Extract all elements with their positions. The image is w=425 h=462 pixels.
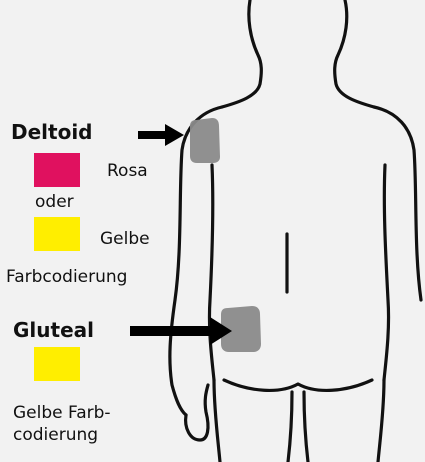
head-outline <box>222 0 261 107</box>
right-torso-side <box>384 165 389 380</box>
deltoid-footer: Farbcodierung <box>6 266 127 288</box>
gluteal-fold <box>224 380 372 390</box>
left-leg-inner <box>288 392 292 462</box>
right-leg-inner <box>304 392 308 462</box>
gluteal-footer-line1: Gelbe Farb- <box>13 402 111 424</box>
right-arm-outer <box>374 107 421 300</box>
deltoid-injection-site <box>190 118 220 163</box>
left-torso-side <box>209 165 214 380</box>
deltoid-heading: Deltoid <box>11 120 93 144</box>
gluteal-yellow-swatch <box>34 347 80 381</box>
left-hand <box>186 385 208 440</box>
gluteal-footer-line2: codierung <box>13 424 98 446</box>
gluteal-heading: Gluteal <box>13 318 94 342</box>
deltoid-pink-swatch <box>34 153 80 187</box>
deltoid-option-rosa: Rosa <box>107 160 148 182</box>
deltoid-option-gelbe: Gelbe <box>100 228 150 250</box>
right-leg-outer <box>378 380 384 462</box>
deltoid-arrow <box>138 124 184 146</box>
gluteal-arrow <box>130 317 232 345</box>
head-outline-right <box>335 0 374 107</box>
deltoid-yellow-swatch <box>34 217 80 251</box>
left-leg-outer <box>214 380 220 462</box>
deltoid-connector-oder: oder <box>35 191 74 213</box>
